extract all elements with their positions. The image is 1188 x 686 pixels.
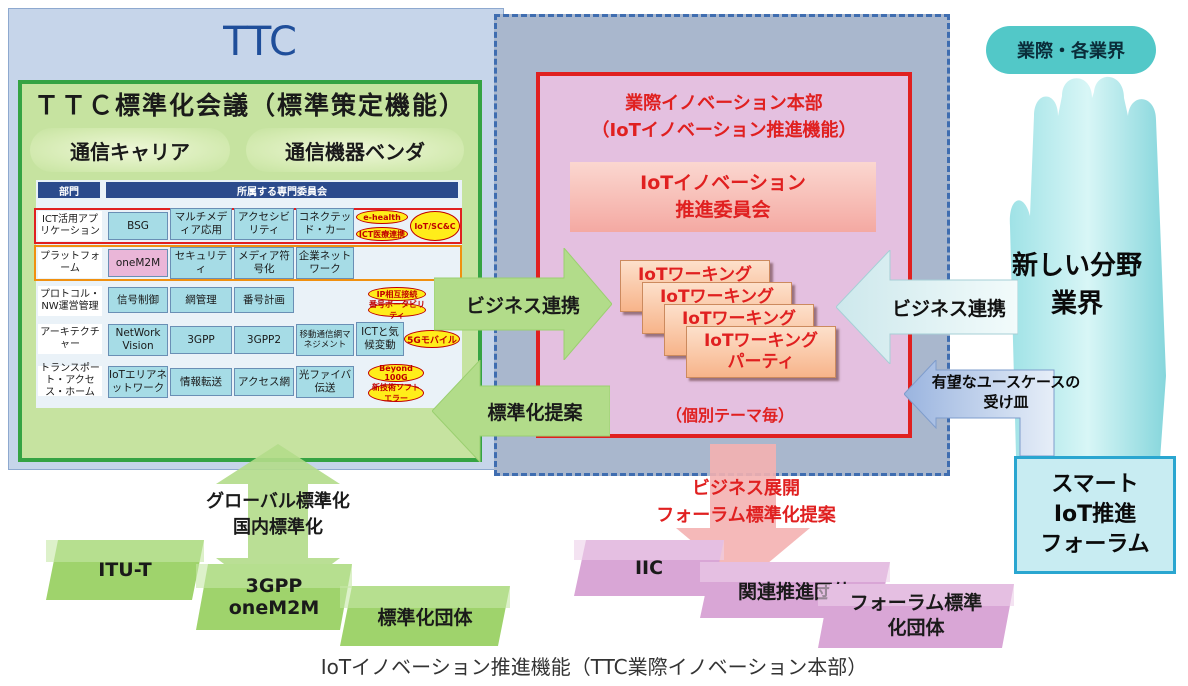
table-cell: 情報転送: [170, 368, 232, 396]
box-shape: [196, 564, 352, 630]
standard-proposal-label: 標準化提案: [487, 401, 583, 424]
business-arrow-left: ビジネス連携: [434, 248, 612, 360]
business-arrow-left-label: ビジネス連携: [465, 294, 580, 317]
theme-note: （個別テーマ毎）: [665, 406, 794, 425]
table-cell: 番号計画: [234, 287, 294, 313]
hand-icon: [1000, 76, 1180, 460]
table-cell: アクセス網: [234, 368, 294, 396]
new-field-line1: 新しい分野: [1011, 251, 1142, 282]
itu-t-label: ITU-T: [98, 559, 152, 581]
table-cell: メディア符号化: [234, 247, 294, 279]
wg-card-front: IoTワーキング パーティ: [686, 326, 836, 378]
table-cell: 網管理: [170, 287, 232, 313]
usecase-text: 有望なユースケースの受け皿: [931, 372, 1081, 411]
row-label: プラットフォーム: [38, 248, 102, 278]
table-cell: マルチメディア応用: [170, 208, 232, 240]
std-bodies-label: 標準化団体: [377, 606, 473, 629]
table-cell: コネクテッド・カー: [296, 208, 354, 240]
usecase-label: 有望なユースケースの受け皿: [922, 368, 1090, 416]
table-cell: NetWork Vision: [108, 324, 168, 356]
smart-line2: IoT推進: [1053, 502, 1137, 528]
threegpp-box: 3GPP oneM2M: [196, 564, 352, 630]
forum-line2: 化団体: [887, 617, 945, 639]
box-shape: [574, 540, 724, 596]
industry-pill: 業際・各業界: [986, 26, 1156, 74]
business-arrow-right: ビジネス連携: [836, 250, 1018, 364]
new-field-line2: 業界: [1050, 289, 1103, 319]
hq-title-line1: 業際イノベーション本部: [625, 93, 823, 114]
smart-line3: フォーラム: [1040, 531, 1150, 557]
committee-line1: IoTイノベーション: [640, 172, 806, 195]
committee-line2: 推進委員会: [675, 199, 771, 221]
box-shape: [340, 586, 510, 646]
badge-number-portability: 番号ポータビリティ: [368, 300, 426, 320]
table-cell: 企業ネットワーク: [296, 247, 354, 279]
smart-iot-forum-box: スマート IoT推進 フォーラム: [1014, 456, 1176, 574]
table-cell: セキュリティ: [170, 247, 232, 279]
threegpp-line1: 3GPP: [245, 575, 303, 597]
row-label: プロトコル・NW運営管理: [38, 286, 102, 316]
table-cell: BSG: [108, 212, 168, 240]
table-cell: 信号制御: [108, 287, 168, 313]
row-highlight-platform: [34, 245, 462, 281]
right-arrow-shape: [434, 248, 612, 360]
table-cell: 光ファイバ伝送: [296, 366, 354, 398]
table-cell: oneM2M: [108, 249, 168, 277]
left-arrow-shape: [432, 360, 610, 462]
innovation-hq-title: 業際イノベーション本部 （IoTイノベーション推進機能）: [540, 88, 908, 146]
table-header-committees: 所属する専門委員会: [106, 182, 458, 198]
standard-proposal-arrow: 標準化提案: [432, 360, 610, 462]
iot-innovation-committee: IoTイノベーション 推進委員会: [570, 162, 876, 232]
table-cell: アクセシビリティ: [234, 208, 294, 240]
threegpp-line2: oneM2M: [228, 597, 320, 619]
badge-soft-error: 新技術ソフトエラー: [368, 383, 424, 403]
left-arrow-shape: [836, 250, 1018, 364]
business-arrow-right-label: ビジネス連携: [891, 297, 1006, 320]
ttc-title: TTC: [223, 19, 297, 65]
forum-line1: フォーラム標準: [849, 592, 983, 615]
table-header-dept: 部門: [38, 182, 100, 198]
table-cell: ICTと気候変動: [356, 322, 404, 356]
forum-bodies-box: フォーラム標準 化団体: [818, 584, 1014, 648]
global-standard-label: グローバル標準化 国内標準化: [178, 486, 378, 544]
biz-line2: フォーラム標準化提案: [656, 505, 836, 526]
table-cell: 移動通信網マネジメント: [296, 324, 354, 356]
table-cell: 3GPP: [170, 326, 232, 354]
badge-ict-medical: ICT医療連携: [356, 227, 408, 241]
badge-ehealth: e-health: [356, 210, 408, 224]
figure-caption: IoTイノベーション推進機能（TTC業際イノベーション本部）: [320, 654, 868, 679]
iic-box: IIC: [574, 540, 724, 596]
table-cell: IoTエリアネットワーク: [108, 366, 168, 398]
smart-line1: スマート: [1051, 472, 1139, 498]
new-field-label: 新しい分野 業界: [982, 248, 1172, 324]
carrier-pill: 通信キャリア: [30, 128, 230, 172]
global-line2: 国内標準化: [233, 517, 323, 538]
vendor-pill: 通信機器ベンダ: [246, 128, 464, 172]
council-title: ＴＴＣ標準化会議（標準策定機能）: [33, 91, 466, 120]
badge-5g: 5Gモバイル: [404, 330, 460, 348]
iic-label: IIC: [634, 557, 664, 579]
box-shape: [818, 584, 1014, 648]
row-label: ICT活用アプリケーション: [38, 211, 102, 241]
std-bodies-box: 標準化団体: [340, 586, 510, 646]
badge-beyond100g: Beyond 100G: [368, 364, 424, 382]
table-cell: 3GPP2: [234, 326, 294, 354]
business-deploy-label: ビジネス展開 フォーラム標準化提案: [586, 474, 906, 530]
global-line1: グローバル標準化: [206, 490, 350, 512]
biz-line1: ビジネス展開: [692, 478, 800, 499]
wg-front-line1: IoTワーキング: [703, 330, 819, 351]
badge-iot-scc: IoT/SC&C: [410, 211, 460, 241]
hq-title-line2: （IoTイノベーション推進機能）: [591, 120, 857, 141]
row-label: トランスポート・アクセス・ホーム: [38, 363, 102, 398]
itu-t-box: ITU-T: [46, 540, 204, 600]
row-label: アーキテクチャー: [38, 324, 102, 354]
wg-front-line2: パーティ: [727, 352, 795, 372]
box-shape: [46, 540, 204, 600]
